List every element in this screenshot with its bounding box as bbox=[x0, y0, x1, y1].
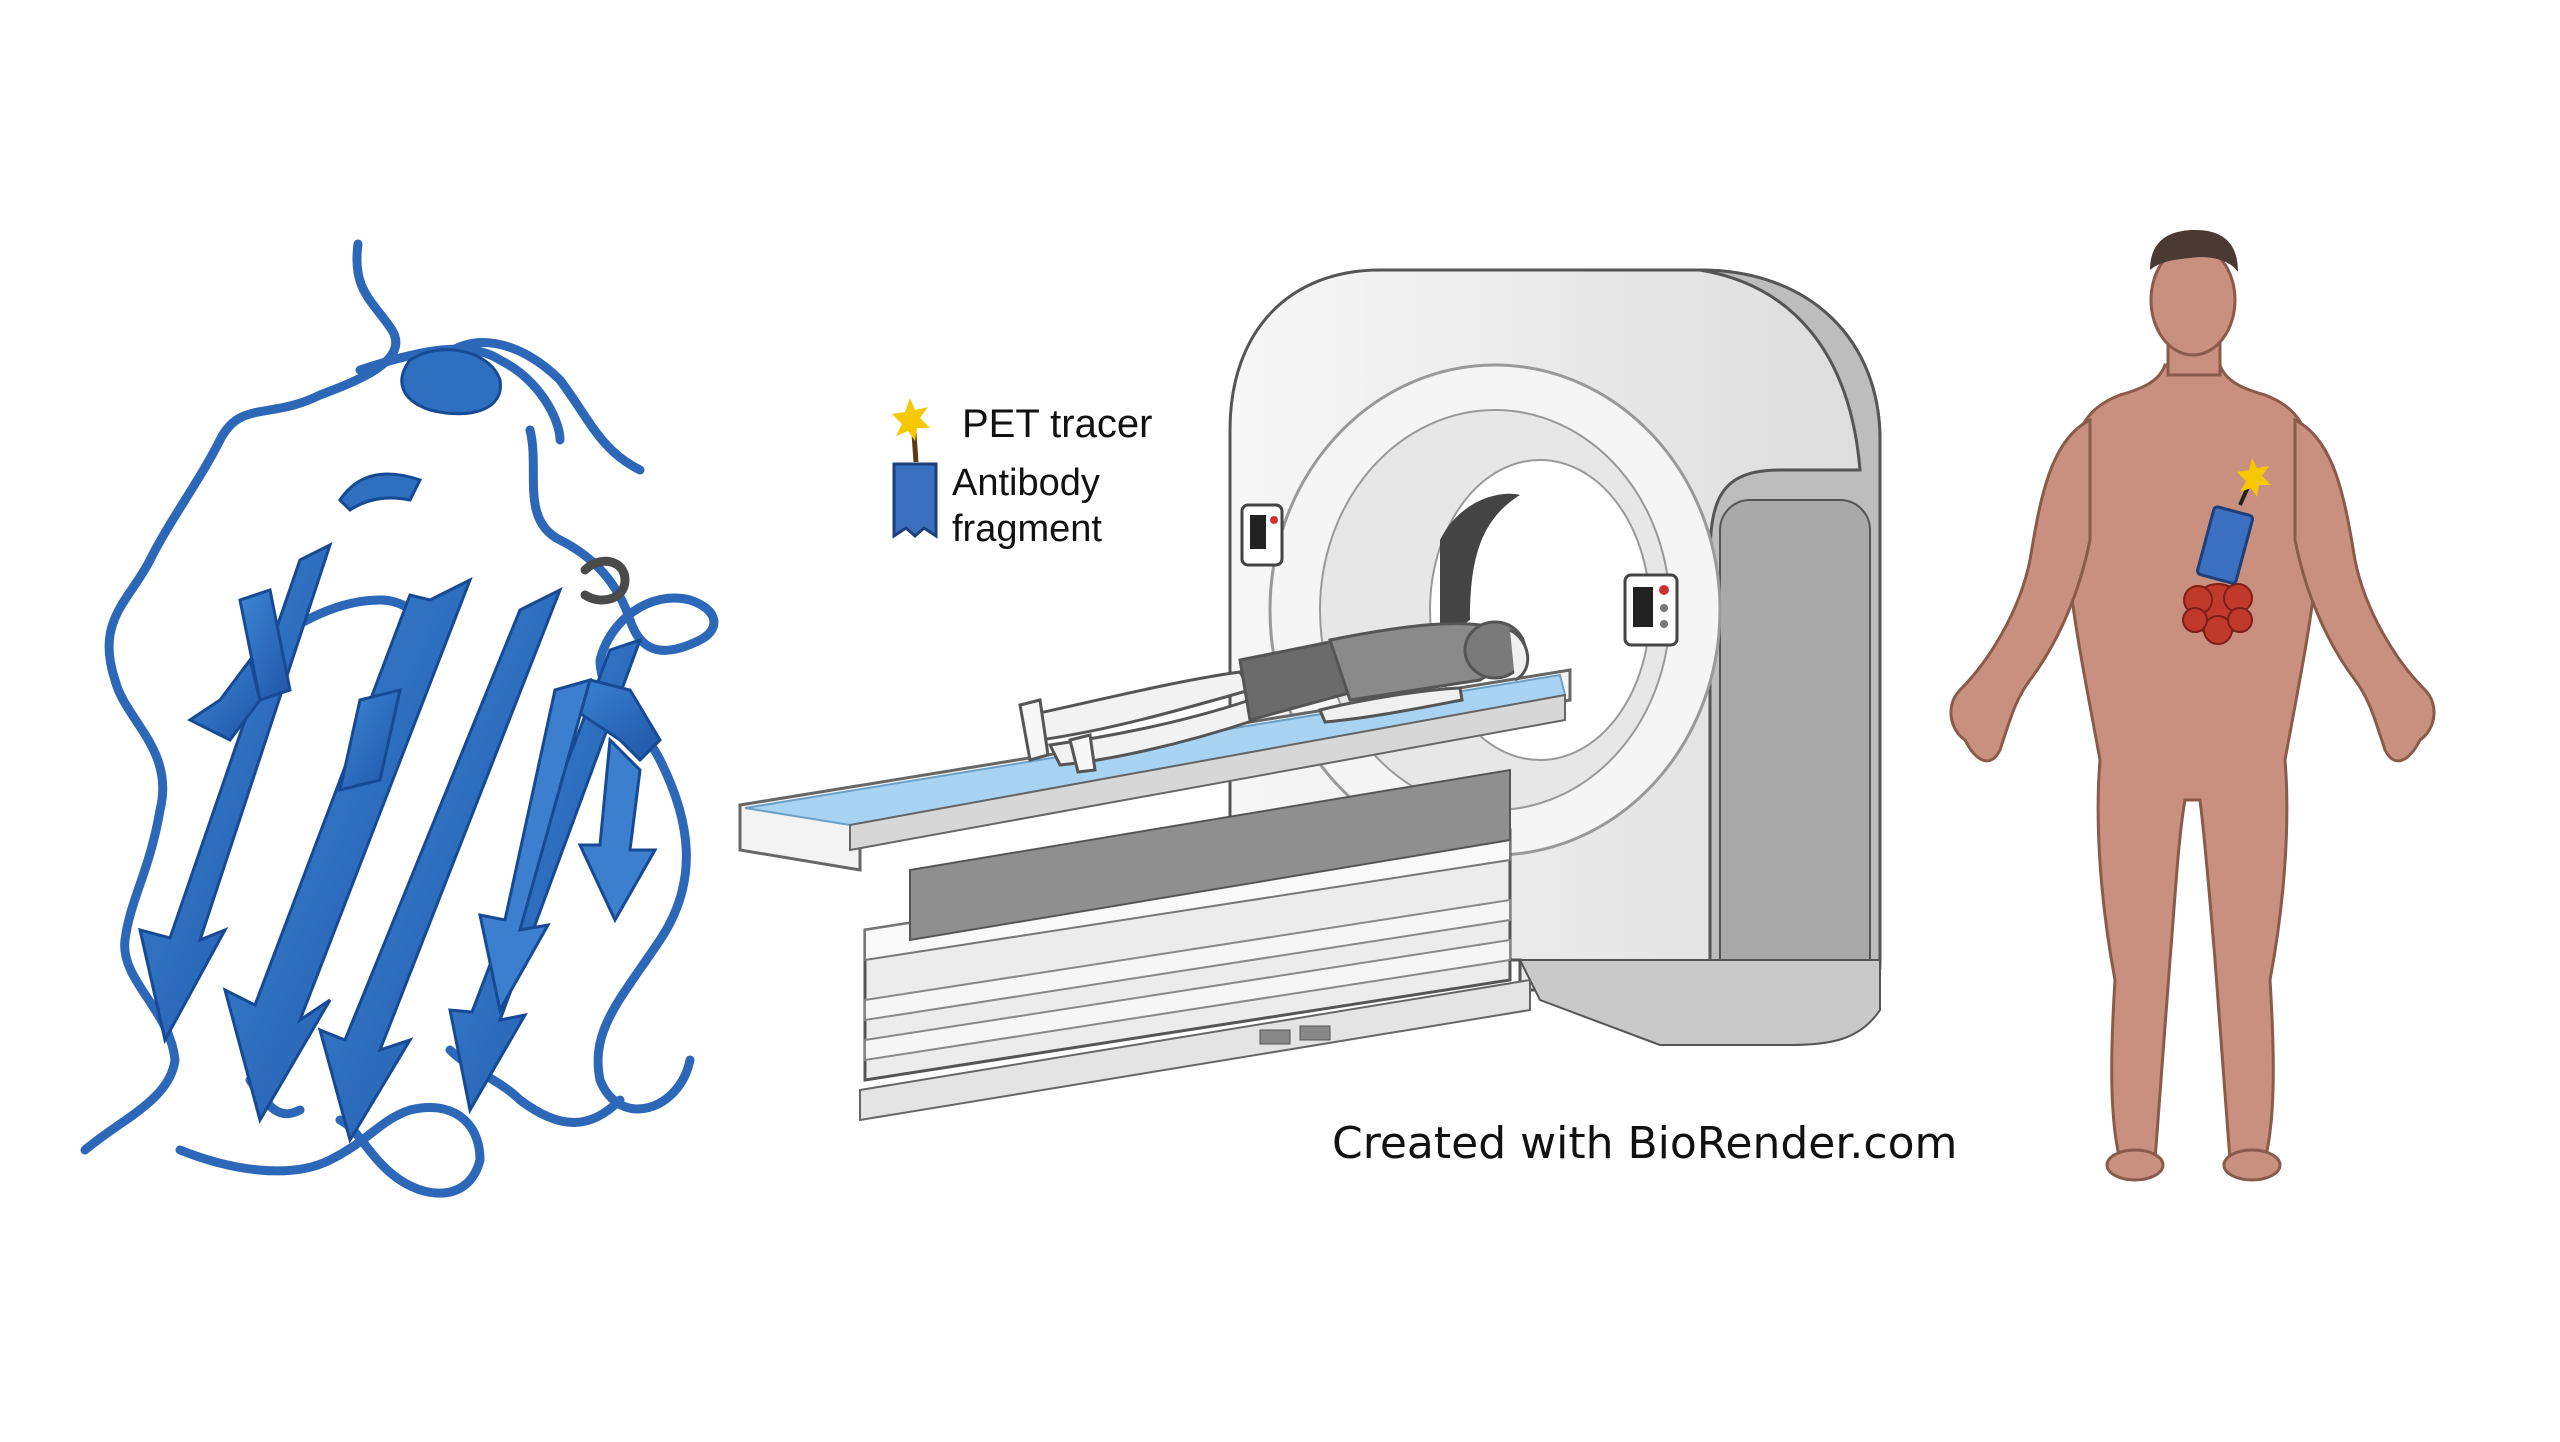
pet-tracer-label: PET tracer bbox=[962, 402, 1153, 446]
antibody-label-line1: Antibody bbox=[952, 462, 1100, 504]
antibody-label-line2: fragment bbox=[952, 508, 1102, 550]
biorender-credit: Created with BioRender.com bbox=[1332, 1118, 1958, 1169]
